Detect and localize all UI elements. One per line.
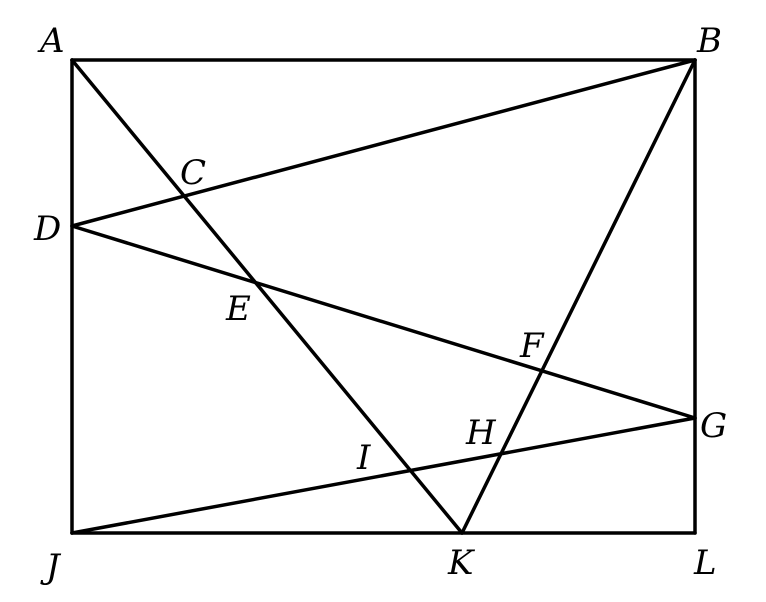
segment-KB	[460, 58, 697, 535]
point-label-K: K	[447, 543, 476, 583]
point-label-E: E	[225, 289, 251, 329]
point-label-C: C	[180, 153, 206, 193]
point-label-L: L	[693, 543, 717, 583]
point-label-A: A	[37, 21, 65, 61]
point-label-J: J	[40, 547, 62, 587]
point-label-B: B	[696, 21, 722, 61]
segment-BD	[70, 58, 697, 228]
segment-GJ	[70, 416, 697, 535]
point-label-F: F	[519, 326, 545, 366]
segment-DG	[70, 224, 697, 420]
point-label-G: G	[700, 406, 727, 446]
segment-AK	[70, 58, 464, 535]
point-label-D: D	[33, 209, 61, 249]
point-label-H: H	[465, 413, 497, 453]
point-label-I: I	[356, 438, 371, 478]
